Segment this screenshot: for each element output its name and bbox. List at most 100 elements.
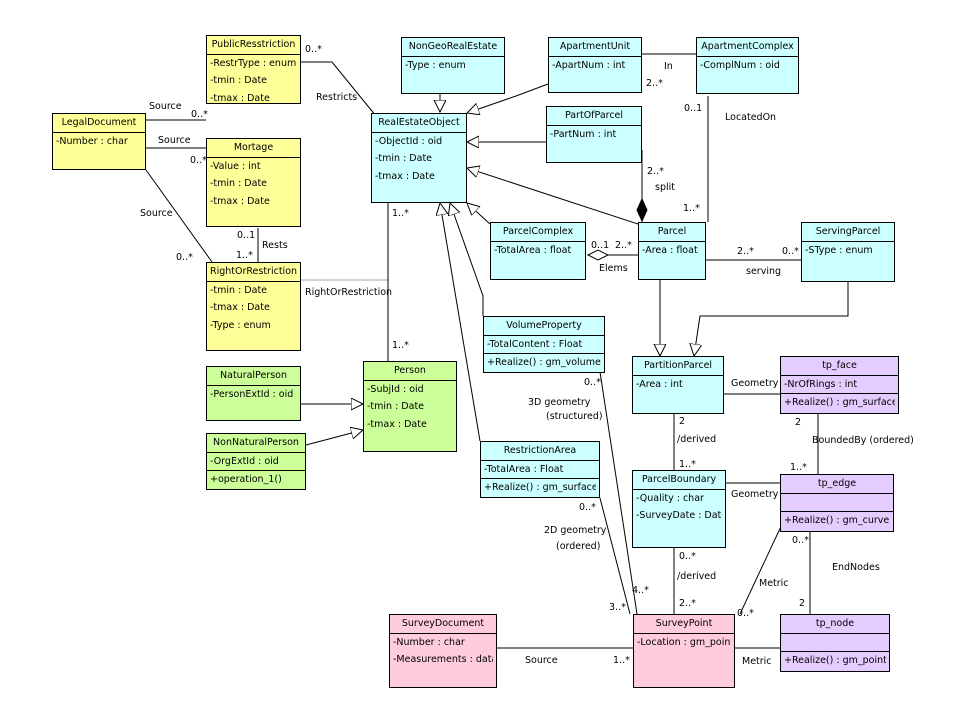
role-label: BoundedBy (ordered): [812, 435, 914, 446]
attribute: -Type : enum: [405, 59, 466, 71]
class-legaldocument[interactable]: LegalDocument -Number : char: [52, 113, 146, 170]
class-partofparcel[interactable]: PartOfParcel -PartNum : int: [546, 106, 642, 163]
attribute: -tmin : Date: [210, 284, 268, 296]
role-label: RightOrRestriction: [305, 287, 393, 298]
class-apartmentcomplex[interactable]: ApartmentComplex -ComplNum : oid: [696, 37, 799, 94]
class-publicresstriction[interactable]: PublicResstriction -RestrType : enum -tm…: [206, 35, 301, 104]
role-label: In: [664, 61, 673, 72]
2d-geometry-line: [599, 497, 631, 615]
class-tp-edge[interactable]: tp_edge +Realize() : gm_curve: [780, 474, 894, 532]
multiplicity-label: 2..*: [679, 598, 696, 609]
role-label: Metric: [759, 578, 789, 589]
multiplicity-label: 0..*: [737, 608, 754, 619]
attribute: -Type : enum: [210, 319, 271, 331]
class-partitionparcel[interactable]: PartitionParcel -Area : int: [632, 356, 724, 414]
attributes: -Area : float: [639, 242, 705, 260]
operations: +Realize() : gm_curve: [781, 512, 893, 530]
multiplicity-label: 0..*: [792, 535, 809, 546]
operations: +Realize() : gm_point: [781, 652, 889, 670]
class-volumeproperty[interactable]: VolumeProperty -TotalContent : Float +Re…: [483, 316, 605, 373]
role-label: Source: [140, 208, 173, 219]
role-label: Source: [525, 655, 558, 666]
class-person[interactable]: Person -SubjId : oid -tmin : Date -tmax …: [363, 361, 457, 452]
operation: +Realize() : gm_curve: [784, 514, 890, 526]
multiplicity-label: 0..*: [679, 551, 696, 562]
attributes: -Type : enum: [402, 57, 504, 75]
class-nonnaturalperson[interactable]: NonNaturalPerson -OrgExtId : oid +operat…: [206, 433, 306, 490]
class-rightorrestriction[interactable]: RightOrRestriction -tmin : Date -tmax : …: [206, 262, 301, 351]
role-label: 3D geometry: [528, 397, 591, 408]
attributes: -NrOfRings : int: [781, 376, 898, 395]
attribute: -Value : int: [210, 160, 261, 172]
role-label: (ordered): [556, 541, 601, 552]
role-label: serving: [746, 266, 782, 277]
class-name: ServingParcel: [802, 223, 894, 242]
role-label: LocatedOn: [725, 112, 777, 123]
attributes: -ObjectId : oid -tmin : Date -tmax : Dat…: [372, 133, 466, 186]
volumeproperty-gen: [450, 203, 484, 316]
class-name: tp_face: [781, 357, 898, 376]
attribute: -Location : gm_point: [637, 636, 731, 648]
attribute: -SubjId : oid: [367, 383, 424, 395]
attribute: -tmin : Date: [375, 153, 433, 165]
class-nongeorealestate[interactable]: NonGeoRealEstate -Type : enum: [401, 37, 505, 94]
attribute: -tmin : Date: [367, 401, 425, 413]
attribute: -ComplNum : oid: [700, 59, 780, 71]
class-parcelcomplex[interactable]: ParcelComplex -TotalArea : float: [490, 222, 586, 280]
attribute: -Measurements : data: [393, 654, 493, 666]
attributes: -RestrType : enum -tmin : Date -tmax : D…: [207, 55, 300, 108]
restricts-line: [301, 61, 377, 117]
class-name: Mortage: [207, 139, 300, 158]
multiplicity-label: 1..*: [683, 203, 700, 214]
class-parcelboundary[interactable]: ParcelBoundary -Quality : char -SurveyDa…: [632, 470, 726, 548]
class-name: ParcelBoundary: [633, 471, 725, 490]
attribute: -OrgExtId : oid: [210, 455, 279, 467]
operation: +Realize() : gm_point: [784, 654, 886, 666]
class-surveydocument[interactable]: SurveyDocument -Number : char -Measureme…: [389, 614, 497, 688]
class-surveypoint[interactable]: SurveyPoint -Location : gm_point: [633, 614, 735, 688]
class-realestateobject[interactable]: RealEstateObject -ObjectId : oid -tmin :…: [371, 113, 467, 203]
multiplicity-label: 4..*: [632, 585, 649, 596]
class-tp-face[interactable]: tp_face -NrOfRings : int +Realize() : gm…: [780, 356, 899, 414]
multiplicity-label: 0..1: [591, 240, 610, 251]
role-label: 2D geometry: [544, 525, 607, 536]
class-name: tp_node: [781, 615, 889, 634]
attributes: -Value : int -tmin : Date -tmax : Date: [207, 158, 300, 211]
class-name: LegalDocument: [53, 114, 145, 133]
multiplicity-label: 2..*: [615, 240, 632, 251]
attribute: -tmax : Date: [210, 92, 270, 104]
multiplicity-label: 0..*: [584, 377, 601, 388]
class-servingparcel[interactable]: ServingParcel -SType : enum: [801, 222, 895, 282]
attributes: -Location : gm_point: [634, 634, 734, 652]
restrictionarea-gen: [440, 203, 481, 442]
attributes: -TotalContent : Float: [484, 336, 604, 355]
multiplicity-label: 0..*: [579, 502, 596, 513]
class-name: NonGeoRealEstate: [402, 38, 504, 57]
multiplicity-label: 1..*: [392, 340, 409, 351]
attribute: -TotalArea : float: [494, 244, 572, 256]
class-apartmentunit[interactable]: ApartmentUnit -ApartNum : int: [548, 37, 642, 93]
multiplicity-label: 1..*: [236, 250, 253, 261]
multiplicity-label: 1..*: [679, 459, 696, 470]
role-label: Elems: [599, 263, 628, 274]
attribute: -Area : int: [636, 378, 683, 390]
class-name: RestrictionArea: [481, 442, 599, 461]
class-mortage[interactable]: Mortage -Value : int -tmin : Date -tmax …: [206, 138, 301, 227]
class-restrictionarea[interactable]: RestrictionArea -TotalArea : Float +Real…: [480, 441, 600, 498]
attributes: -PersonExtId : oid: [207, 386, 300, 404]
role-label: Geometry: [731, 489, 779, 500]
attribute: -SType : enum: [805, 244, 873, 256]
class-naturalperson[interactable]: NaturalPerson -PersonExtId : oid: [206, 366, 301, 421]
parcel-gen: [467, 168, 639, 225]
attribute: -PersonExtId : oid: [210, 388, 294, 400]
operation: +Realize() : gm_surface: [784, 397, 895, 409]
attributes: -TotalArea : float: [491, 242, 585, 260]
split-diamond: [636, 197, 648, 223]
class-tp-node[interactable]: tp_node +Realize() : gm_point: [780, 614, 890, 672]
attributes: -OrgExtId : oid: [207, 453, 305, 472]
class-name: RightOrRestriction: [207, 263, 300, 282]
class-parcel[interactable]: Parcel -Area : float: [638, 222, 706, 280]
attributes: -Number : char -Measurements : data: [390, 634, 496, 669]
class-name: ApartmentComplex: [697, 38, 798, 57]
attributes: -PartNum : int: [547, 126, 641, 144]
